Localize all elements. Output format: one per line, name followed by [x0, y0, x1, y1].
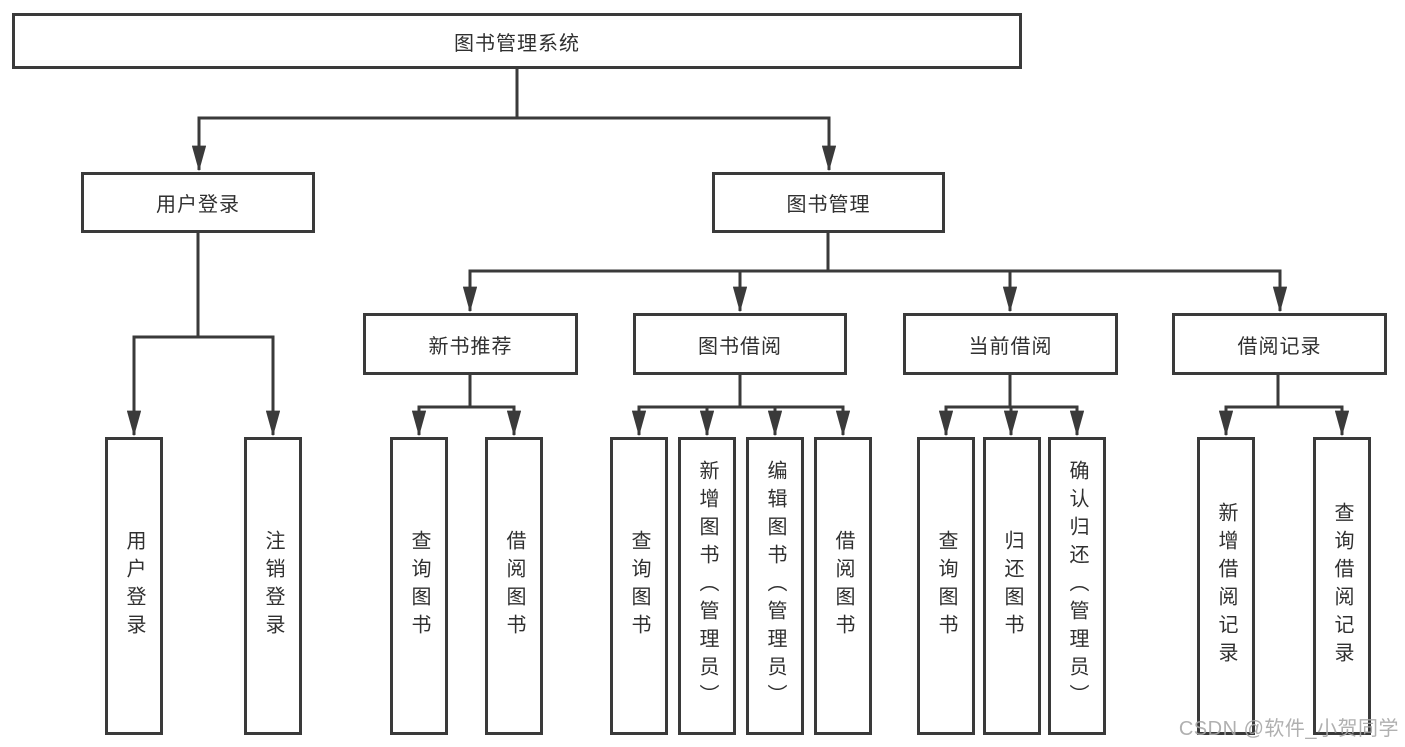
leaf-add-borrow-record: 新增借阅记录: [1197, 437, 1255, 735]
leaf-edit-books-admin-label: 编辑图书（管理员）: [764, 460, 786, 712]
leaf-query-books-current-label: 查询图书: [935, 530, 957, 642]
leaf-return-books: 归还图书: [983, 437, 1041, 735]
leaf-query-books-current: 查询图书: [917, 437, 975, 735]
leaf-edit-books-admin: 编辑图书（管理员）: [746, 437, 804, 735]
leaf-borrow-books-recommend: 借阅图书: [485, 437, 543, 735]
leaf-query-borrow-record: 查询借阅记录: [1313, 437, 1371, 735]
node-current-borrowing: 当前借阅: [903, 313, 1118, 375]
leaf-confirm-return-admin: 确认归还（管理员）: [1048, 437, 1106, 735]
leaf-confirm-return-admin-label: 确认归还（管理员）: [1066, 460, 1088, 712]
leaf-query-books-recommend: 查询图书: [390, 437, 448, 735]
leaf-borrow-books: 借阅图书: [814, 437, 872, 735]
leaf-add-books-admin: 新增图书（管理员）: [678, 437, 736, 735]
watermark: CSDN @软件_小贺同学: [1178, 718, 1399, 740]
leaf-add-borrow-record-label: 新增借阅记录: [1215, 502, 1237, 670]
leaf-logout: 注销登录: [244, 437, 302, 735]
node-book-borrowing: 图书借阅: [633, 313, 847, 375]
leaf-query-borrow-record-label: 查询借阅记录: [1331, 502, 1353, 670]
leaf-add-books-admin-label: 新增图书（管理员）: [696, 460, 718, 712]
node-borrowing-records: 借阅记录: [1172, 313, 1387, 375]
node-book-management-system: 图书管理系统: [12, 13, 1022, 69]
leaf-logout-label: 注销登录: [262, 530, 284, 642]
node-new-book-recommendation: 新书推荐: [363, 313, 578, 375]
leaf-return-books-label: 归还图书: [1001, 530, 1023, 642]
leaf-borrow-books-label: 借阅图书: [832, 530, 854, 642]
leaf-query-books-borrowing: 查询图书: [610, 437, 668, 735]
leaf-query-books-borrowing-label: 查询图书: [628, 530, 650, 642]
node-book-management: 图书管理: [712, 172, 945, 233]
leaf-borrow-books-recommend-label: 借阅图书: [503, 530, 525, 642]
leaf-user-login-label: 用户登录: [123, 530, 145, 642]
leaf-user-login: 用户登录: [105, 437, 163, 735]
node-user-login: 用户登录: [81, 172, 315, 233]
leaf-query-books-recommend-label: 查询图书: [408, 530, 430, 642]
